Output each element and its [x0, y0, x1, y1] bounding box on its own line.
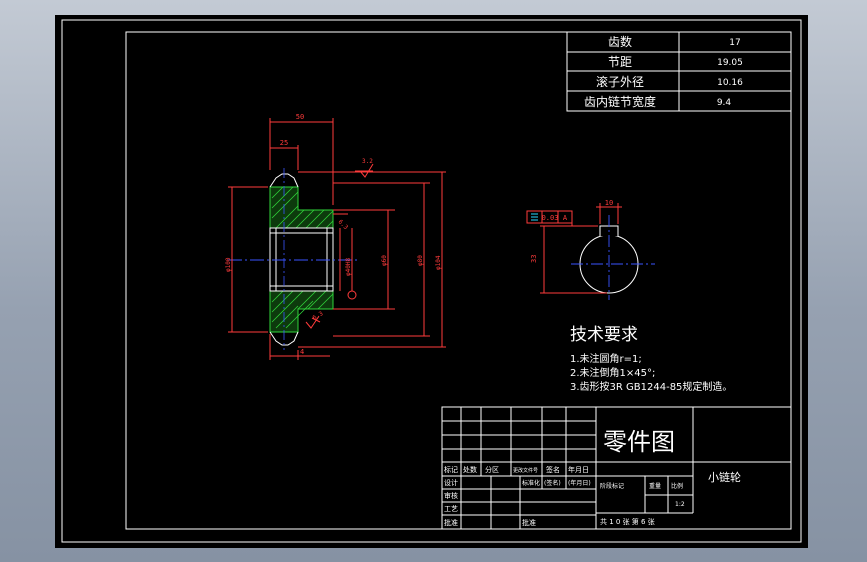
dim-key-depth: 33: [530, 255, 538, 263]
dim-roughness-low: 6.3: [312, 310, 325, 322]
param-label-teeth: 齿数: [608, 34, 632, 49]
approve-label-2: 批准: [522, 518, 536, 527]
keyway-dimensions: [526, 203, 622, 294]
check-label: 审核: [444, 491, 458, 500]
rev-label-mark: 标记: [444, 465, 458, 474]
param-label-width: 齿内链节宽度: [584, 94, 656, 109]
rev-label-zone: 分区: [485, 465, 499, 474]
sheet-info: 共 1 0 张 第 6 张: [600, 517, 655, 526]
outer-frame: [61, 19, 802, 543]
sprocket-section-view: [228, 168, 360, 350]
dim-roughness-top: 3.2: [362, 158, 373, 165]
dim-dia-outer: φ104: [435, 255, 442, 270]
scale-label: 比例: [671, 482, 683, 490]
rev-label-count: 处数: [463, 465, 477, 474]
tech-req-item-3: 3.齿形按3R GB1244-85规定制造。: [570, 380, 732, 393]
param-label-roller: 滚子外径: [596, 74, 644, 89]
dim-bottom-width: 4: [300, 348, 304, 356]
sign-label: (签名): [544, 479, 561, 487]
bore-end-view: [571, 215, 655, 300]
rev-label-sign: 签名: [546, 465, 560, 474]
std-label: 标准化: [522, 479, 540, 487]
param-value-teeth: 17: [729, 38, 740, 48]
tech-req-title: 技术要求: [570, 325, 638, 345]
param-value-width: 9.4: [717, 98, 732, 108]
dim-key-width: 10: [605, 199, 613, 207]
dim-top-overall: 50: [296, 113, 304, 121]
param-label-pitch: 节距: [608, 55, 632, 69]
design-label: 设计: [444, 478, 458, 487]
technical-requirements: 技术要求 1.未注圆角r=1; 2.未注倒角1×45°; 3.齿形按3R GB1…: [570, 325, 732, 393]
dim-dia-left: φ100: [225, 257, 232, 272]
inner-frame: [125, 31, 792, 530]
gdt-datum: A: [563, 214, 568, 222]
dim-dia-bore: φ40H8: [345, 258, 352, 276]
rev-label-doc: 更改文件号: [513, 467, 538, 474]
gdt-tolerance: 0.03: [542, 214, 559, 222]
approve-label: 批准: [444, 518, 458, 527]
dim-top-hub: 25: [280, 139, 288, 147]
stage-label: 阶段标记: [600, 482, 624, 490]
dim-dia-inner: φ80: [417, 255, 424, 266]
tech-req-item-1: 1.未注圆角r=1;: [570, 352, 642, 365]
process-label: 工艺: [444, 505, 458, 513]
date-label: (年月日): [568, 479, 591, 487]
part-name: 小链轮: [708, 470, 741, 484]
weight-label: 重量: [649, 482, 661, 490]
scale-value: 1:2: [675, 501, 685, 508]
section-dimensions: [228, 118, 446, 360]
drawing-sheet: [55, 15, 808, 548]
dim-dia-hub: φ60: [381, 255, 388, 266]
param-value-pitch: 19.05: [717, 58, 743, 68]
title-block-grid: [441, 406, 792, 530]
drawing-type-title: 零件图: [603, 428, 675, 456]
tech-req-item-2: 2.未注倒角1×45°;: [570, 366, 655, 379]
param-value-roller: 10.16: [717, 78, 743, 88]
rev-label-date: 年月日: [568, 465, 589, 474]
symmetry-mark: [531, 213, 538, 221]
dim-roughness-mid: 6.3: [337, 218, 350, 231]
param-table: 齿数 17 节距 19.05 滚子外径 10.16 齿内链节宽度 9.4: [566, 31, 792, 112]
